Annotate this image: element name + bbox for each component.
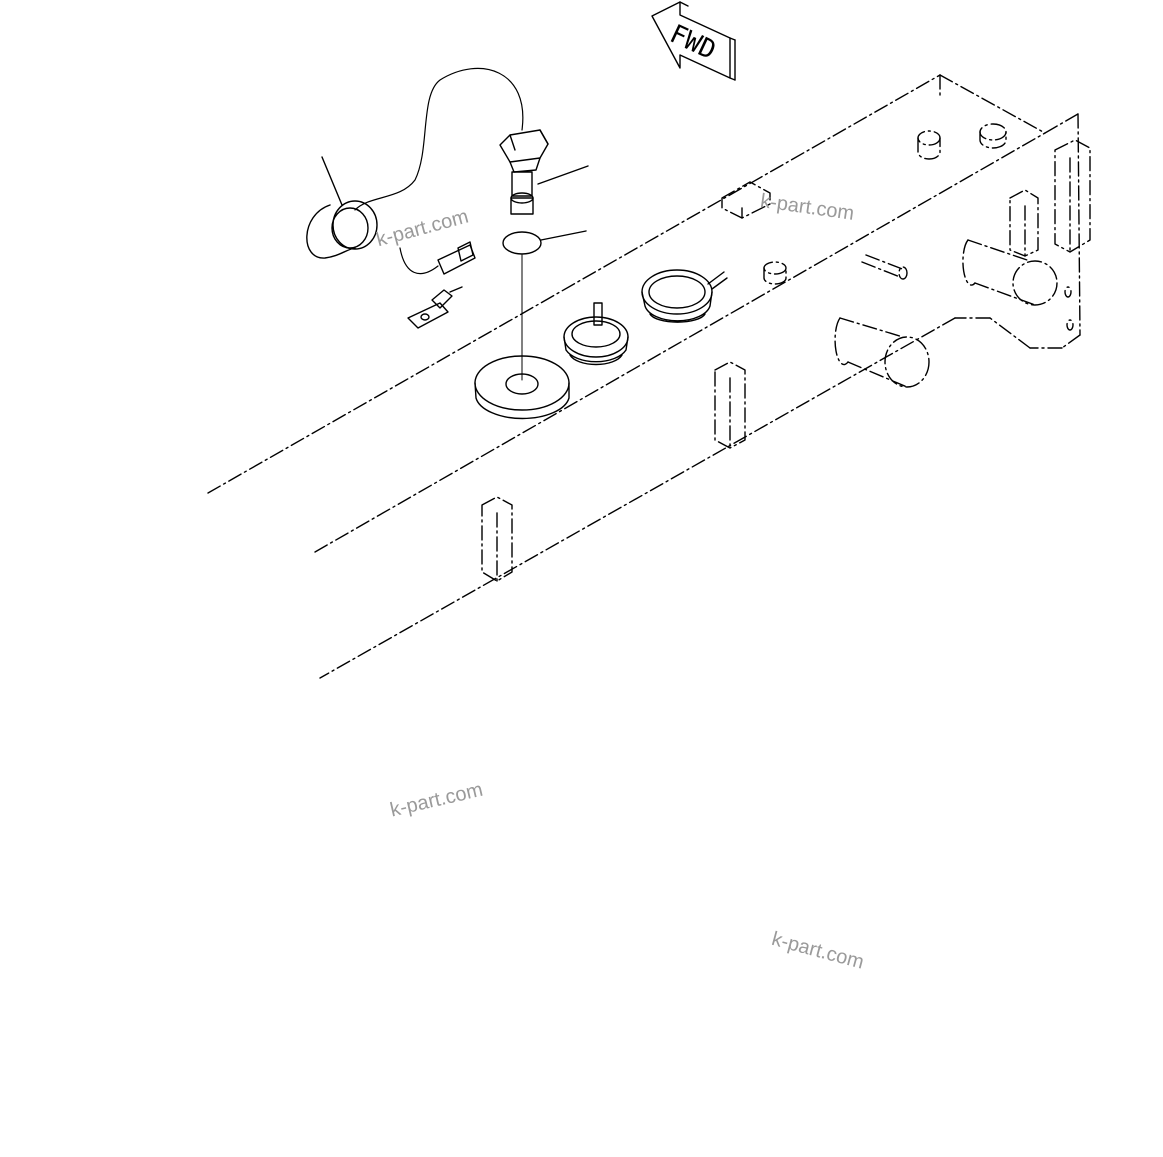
frame-phantom-lines <box>207 74 1091 679</box>
connector <box>437 241 476 275</box>
fwd-label: FWD <box>665 19 720 66</box>
o-ring <box>502 231 542 255</box>
wire-harness <box>354 67 524 275</box>
sender-switch <box>499 129 589 215</box>
grommet-left <box>563 302 629 366</box>
clamp-bracket <box>407 286 463 329</box>
lamp-socket <box>306 156 378 259</box>
grommet-right <box>641 269 728 323</box>
fwd-arrow-icon <box>651 1 736 81</box>
